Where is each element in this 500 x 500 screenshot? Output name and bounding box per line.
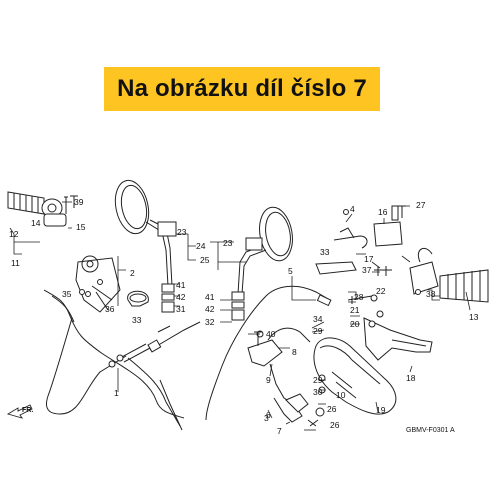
part-label-16: 16 [378,207,388,217]
part-label-24: 24 [196,241,206,251]
part-label-14: 14 [31,218,41,228]
part-label-4: 4 [350,204,355,214]
brake-lever [363,317,433,361]
front-direction-arrow: FR. [6,404,33,419]
part-label-1: 1 [114,388,119,398]
part-label-15: 15 [76,222,86,232]
part-label-39: 39 [74,197,84,207]
part-label-7: 7 [277,426,282,436]
left-mirror [114,179,177,313]
part-label-35: 35 [62,289,72,299]
part-label-34: 34 [313,314,323,324]
right-switch-assembly [315,205,489,304]
part-label-32: 32 [205,317,215,327]
part-label-3: 3 [264,413,269,423]
right-mirror [231,206,293,321]
part-label-29b: 29 [313,375,323,385]
part-label-42a: 42 [176,292,186,302]
part-label-40: 40 [266,329,276,339]
long-cable-5 [205,285,332,421]
part-label-8: 8 [292,347,297,357]
part-labels: 1 2 3 4 5 6 7 8 9 10 11 12 13 14 15 16 1… [9,197,479,436]
part-label-21: 21 [350,305,360,315]
title-banner: Na obrázku díl číslo 7 [104,67,380,111]
part-label-33a: 33 [132,315,142,325]
left-cables [43,289,201,431]
part-label-37: 37 [362,265,372,275]
part-label-26a: 26 [327,404,337,414]
clamp-33 [127,290,149,307]
part-label-41b: 41 [205,292,215,302]
diagram-code: GBMV-F0301 A [406,427,455,434]
part-label-10: 10 [336,390,346,400]
part-label-13: 13 [469,312,479,322]
part-label-25: 25 [200,255,210,265]
part-label-28: 28 [354,292,364,302]
part-label-29a: 29 [313,326,323,336]
part-label-42b: 42 [205,304,215,314]
part-label-22: 22 [376,286,386,296]
part-label-23b: 23 [223,238,233,248]
part-label-30: 30 [313,387,323,397]
part-label-36: 36 [105,304,115,314]
left-lever-holder [75,255,121,313]
part-label-9: 9 [266,375,271,385]
part-label-18: 18 [406,373,416,383]
part-label-12: 12 [9,229,19,239]
part-label-17: 17 [364,254,374,264]
part-label-11: 11 [11,258,20,268]
left-grip-assembly [7,191,68,227]
part-label-6: 6 [266,410,271,420]
part-label-5: 5 [288,266,293,276]
part-label-41a: 41 [176,280,186,290]
part-label-27: 27 [416,200,426,210]
direction-label: FR. [22,407,33,414]
banner-title: Na obrázku díl číslo 7 [117,75,367,102]
part-label-19: 19 [376,405,386,415]
part-label-2: 2 [130,268,135,278]
part-label-23a: 23 [177,227,187,237]
part-label-31: 31 [176,304,186,314]
brake-lever-cover [313,337,397,415]
part-label-20: 20 [350,319,360,329]
part-label-38: 38 [426,289,436,299]
part-label-26b: 26 [330,420,340,430]
part-label-33b: 33 [320,247,330,257]
leader-lines [9,201,471,431]
